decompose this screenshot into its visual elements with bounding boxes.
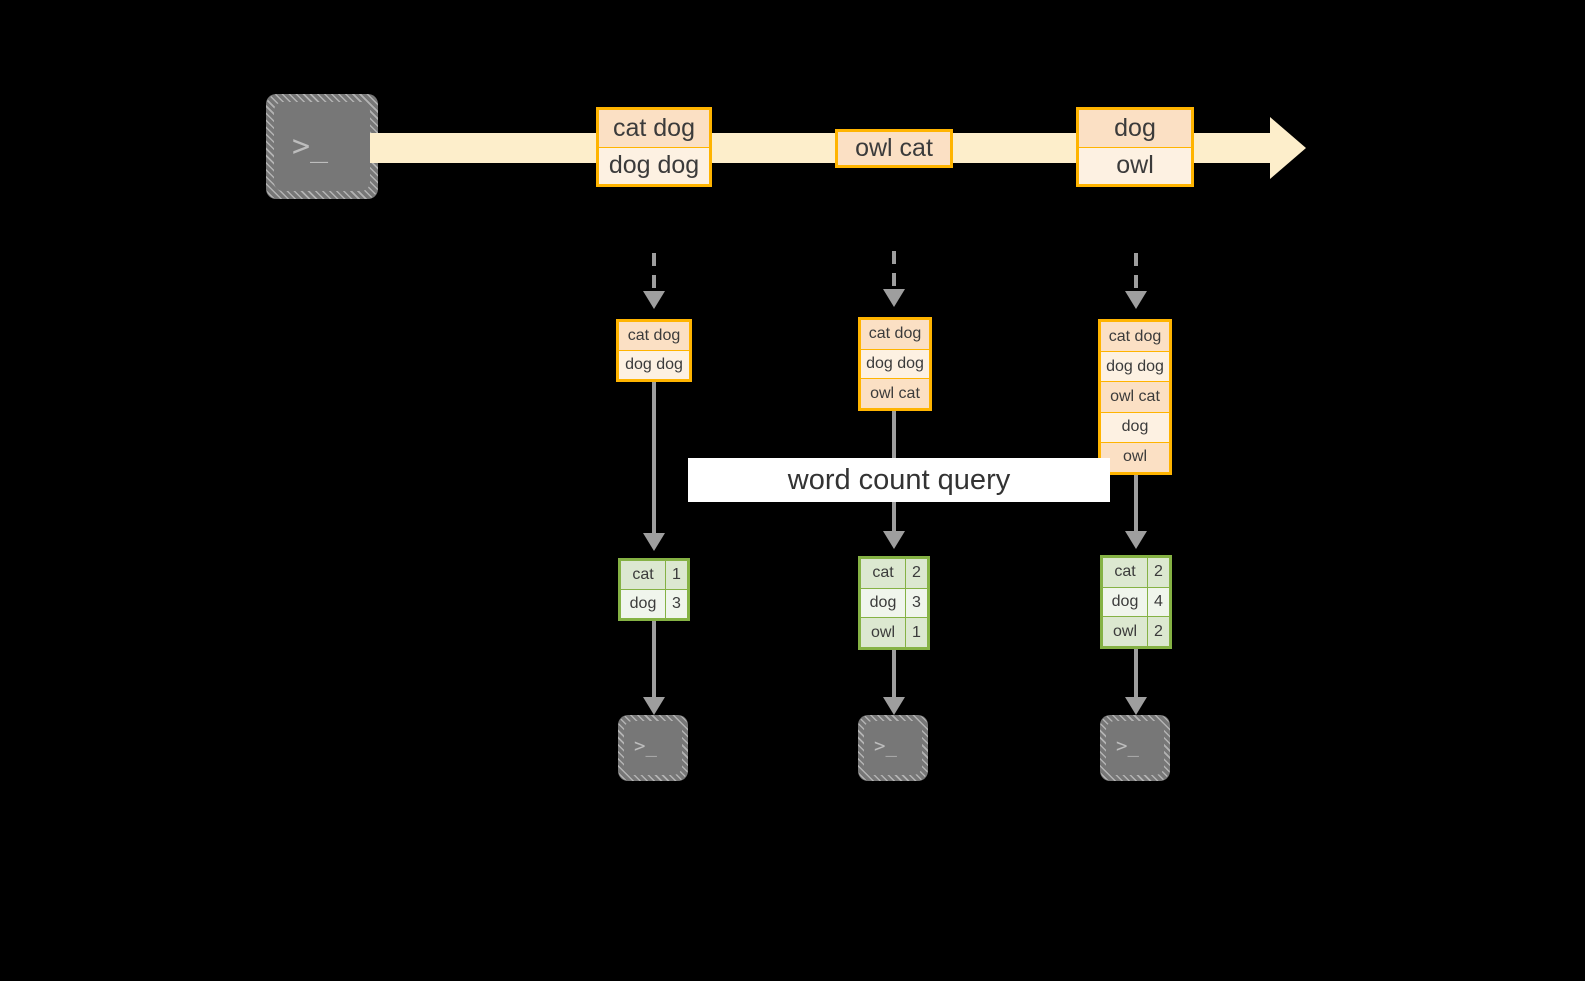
stream-event-box: owl cat	[835, 129, 953, 168]
result-count: 2	[1154, 563, 1163, 581]
result-table: cat 2 dog 3 owl 1	[858, 556, 930, 650]
result-table: cat 1 dog 3	[618, 558, 690, 621]
result-count: 3	[912, 594, 921, 611]
result-count: 1	[912, 623, 921, 641]
snapshot-event-line: cat dog	[861, 320, 929, 350]
terminal-prompt-glyph: >_	[874, 735, 897, 757]
result-count: 2	[912, 564, 921, 582]
terminal-prompt-glyph: >_	[1116, 735, 1139, 757]
result-row: dog 3	[861, 588, 927, 619]
dashed-down-arrow-icon	[892, 251, 896, 293]
result-row: owl 2	[1103, 617, 1169, 647]
stream-event-line: cat dog	[599, 110, 709, 148]
snapshot-event-line: owl	[1101, 442, 1169, 473]
dashed-down-arrowhead-icon	[643, 291, 665, 309]
result-row: cat 2	[1103, 558, 1169, 588]
result-count: 1	[672, 566, 681, 583]
snapshot-event-box: cat dog dog dog owl cat dog owl	[1098, 319, 1172, 475]
result-word: dog	[1103, 587, 1148, 617]
result-word: cat	[861, 559, 906, 588]
snapshot-event-line: dog dog	[861, 349, 929, 380]
down-arrow-icon	[652, 382, 656, 537]
result-count: 4	[1154, 593, 1163, 610]
terminal-face	[624, 721, 682, 775]
dashed-down-arrowhead-icon	[1125, 291, 1147, 309]
terminal-prompt-glyph: >_	[292, 129, 329, 164]
stream-event-line: owl cat	[838, 132, 950, 165]
result-word: owl	[861, 618, 906, 648]
sink-terminal-icon: >_	[1100, 715, 1170, 781]
stream-event-line: dog dog	[599, 147, 709, 184]
result-row: dog 3	[621, 590, 687, 618]
snapshot-event-line: owl cat	[1101, 382, 1169, 413]
dashed-down-arrow-icon	[652, 253, 656, 295]
terminal-prompt-glyph: >_	[634, 735, 657, 757]
result-count: 2	[1154, 622, 1163, 640]
result-row: cat 2	[861, 559, 927, 589]
query-label: word count query	[688, 458, 1110, 502]
sink-terminal-icon: >_	[858, 715, 928, 781]
result-row: owl 1	[861, 618, 927, 648]
snapshot-event-line: owl cat	[861, 379, 929, 409]
dashed-down-arrowhead-icon	[883, 289, 905, 307]
result-word: cat	[1103, 558, 1148, 587]
snapshot-event-line: cat dog	[1101, 322, 1169, 353]
result-row: cat 1	[621, 561, 687, 590]
down-arrow-icon	[1134, 475, 1138, 535]
snapshot-event-line: cat dog	[619, 322, 689, 351]
down-arrow-icon	[892, 650, 896, 700]
stream-event-line: owl	[1079, 147, 1191, 184]
terminal-face	[864, 721, 922, 775]
snapshot-event-box: cat dog dog dog owl cat	[858, 317, 932, 411]
down-arrowhead-icon	[883, 531, 905, 549]
down-arrow-icon	[652, 621, 656, 700]
sink-terminal-icon: >_	[618, 715, 688, 781]
terminal-face	[1106, 721, 1164, 775]
result-word: dog	[621, 590, 666, 618]
result-table: cat 2 dog 4 owl 2	[1100, 555, 1172, 649]
snapshot-event-box: cat dog dog dog	[616, 319, 692, 382]
snapshot-event-line: dog dog	[1101, 352, 1169, 383]
terminal-face	[274, 102, 370, 191]
down-arrowhead-icon	[643, 533, 665, 551]
result-row: dog 4	[1103, 587, 1169, 618]
result-word: cat	[621, 561, 666, 589]
stream-arrowhead-icon	[1270, 117, 1306, 179]
down-arrowhead-icon	[1125, 697, 1147, 715]
stream-event-line: dog	[1079, 110, 1191, 148]
dashed-down-arrow-icon	[1134, 253, 1138, 295]
result-count: 3	[672, 595, 681, 612]
down-arrowhead-icon	[883, 697, 905, 715]
down-arrow-icon	[1134, 649, 1138, 700]
result-word: dog	[861, 588, 906, 618]
stream-event-box: dog owl	[1076, 107, 1194, 187]
snapshot-event-line: dog dog	[619, 351, 689, 379]
stream-event-box: cat dog dog dog	[596, 107, 712, 187]
snapshot-event-line: dog	[1101, 412, 1169, 443]
down-arrowhead-icon	[1125, 531, 1147, 549]
result-word: owl	[1103, 617, 1148, 647]
down-arrowhead-icon	[643, 697, 665, 715]
source-terminal-icon: >_	[266, 94, 378, 199]
